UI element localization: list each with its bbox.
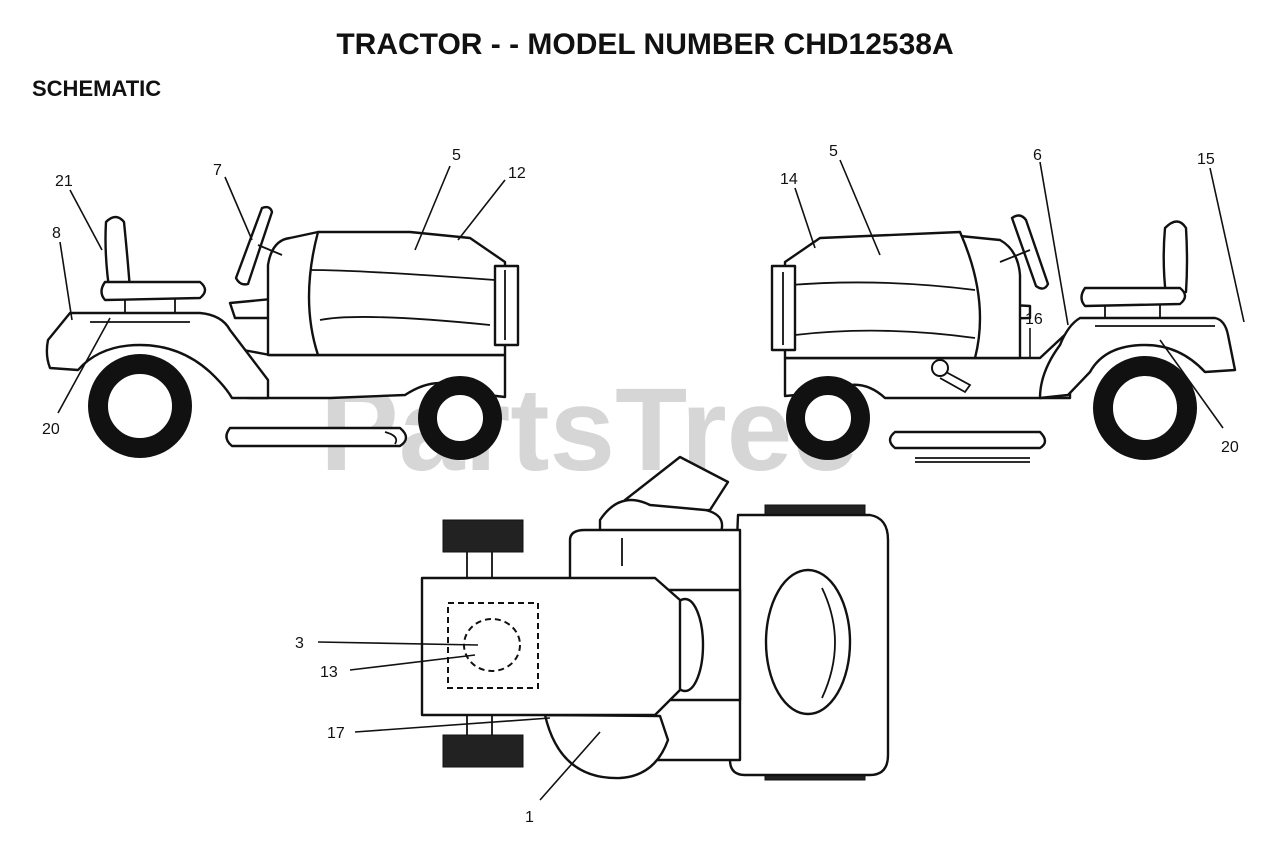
top-view [317,455,890,801]
right-side-view [770,159,1245,463]
right-steering-wheel [1010,214,1050,290]
callout-8: 8 [52,225,61,242]
callout-20-right: 20 [1221,439,1239,456]
callout-14: 14 [780,171,798,188]
top-front-right-tire [442,519,524,553]
right-rear-fender [1038,316,1237,400]
callout-12: 12 [508,165,526,182]
callout-5-left: 5 [452,147,461,164]
top-hood [420,576,682,717]
callout-21: 21 [55,173,73,190]
page-subtitle: SCHEMATIC [32,76,162,101]
left-steering-wheel [234,205,274,286]
left-mower-deck [225,426,408,448]
right-mower-deck [888,430,1047,450]
callout-16: 16 [1025,311,1043,328]
left-dash [266,230,320,357]
top-front-left-tire [442,734,524,768]
callout-5-right: 5 [829,143,838,160]
right-seat-cushion [1080,286,1187,308]
callout-20-left: 20 [42,421,60,438]
right-seat-back [1162,220,1189,298]
callout-17: 17 [327,725,345,742]
left-seat-back [104,215,132,297]
top-seat [764,568,852,716]
left-grille [493,264,520,347]
callout-15: 15 [1197,151,1215,168]
callout-13: 13 [320,664,338,681]
left-seat-cushion [100,280,207,302]
left-rear-fender [45,311,270,400]
callout-1: 1 [525,809,534,826]
callout-3: 3 [295,635,304,652]
left-hood [307,230,507,357]
callout-6: 6 [1033,147,1042,164]
callout-7: 7 [213,162,222,179]
right-hood [783,230,982,360]
top-engine-outline [447,602,539,689]
left-side-view [45,165,520,460]
page-title: TRACTOR - - MODEL NUMBER CHD12538A [336,28,954,61]
